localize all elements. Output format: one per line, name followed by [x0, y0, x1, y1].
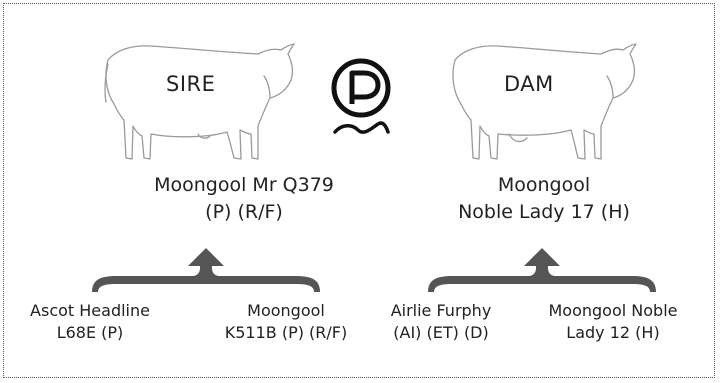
sire-name-line2: (P) (R/F) [205, 201, 283, 223]
dam-name: Moongool Noble Lady 17 (H) [424, 172, 664, 226]
sire-cow-icon [102, 30, 302, 162]
ancestor-line2: K511B (P) (R/F) [224, 323, 348, 342]
polled-p-icon [326, 56, 396, 146]
ancestor-line1: Moongool [247, 301, 325, 320]
sire-ancestor-1: Ascot Headline L68E (P) [10, 300, 170, 344]
sire-brace-arrow [86, 246, 326, 294]
dam-brace-arrow [422, 246, 662, 294]
ancestor-line2: L68E (P) [56, 323, 124, 342]
dam-name-line1: Moongool [497, 174, 591, 196]
ancestor-line2: Lady 12 (H) [566, 323, 660, 342]
sire-name-line1: Moongool Mr Q379 [154, 174, 334, 196]
ancestor-line1: Airlie Furphy [390, 301, 492, 320]
dam-label: DAM [504, 72, 554, 96]
sire-ancestor-2: Moongool K511B (P) (R/F) [211, 300, 361, 344]
sire-label: SIRE [166, 72, 216, 96]
diagram-frame: SIRE DAM Moongool Mr Q379 (P) (R/F) Moon… [3, 3, 715, 378]
ancestor-line2: (AI) (ET) (D) [393, 323, 489, 342]
sire-name: Moongool Mr Q379 (P) (R/F) [124, 172, 364, 226]
dam-ancestor-1: Airlie Furphy (AI) (ET) (D) [366, 300, 516, 344]
ancestor-line1: Moongool Noble [548, 301, 678, 320]
dam-ancestor-2: Moongool Noble Lady 12 (H) [528, 300, 698, 344]
dam-cow-icon [449, 30, 644, 162]
ancestor-line1: Ascot Headline [30, 301, 150, 320]
dam-name-line2: Noble Lady 17 (H) [458, 201, 630, 223]
